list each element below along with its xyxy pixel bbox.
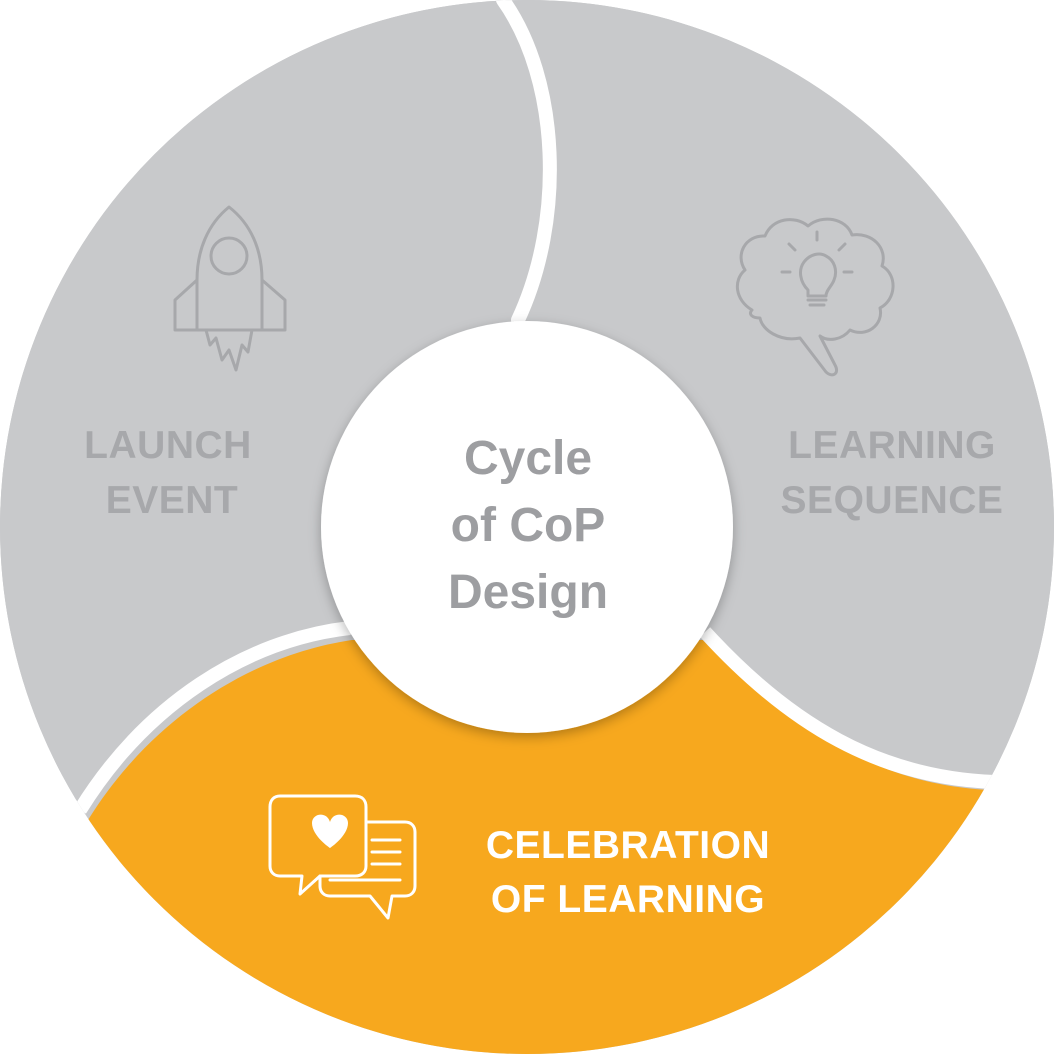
center-title-line2: of CoP: [451, 499, 606, 552]
center-title-line1: Cycle: [464, 432, 592, 485]
separator-right: [699, 627, 996, 789]
segment-learning-sequence[interactable]: [512, 0, 1054, 775]
learning-sequence-label-line1: LEARNING: [788, 424, 996, 467]
brain-lightbulb-icon: [735, 217, 895, 377]
segment-launch-event[interactable]: [0, 0, 545, 800]
separator-top: [496, 0, 557, 327]
celebration-of-learning-label-line1: CELEBRATION: [486, 824, 770, 867]
rocket-icon: [173, 205, 287, 372]
celebration-of-learning-label-line2: OF LEARNING: [491, 878, 765, 921]
launch-event-label-line1: LAUNCH: [84, 424, 252, 467]
separator-left: [74, 621, 351, 814]
launch-event-label-line2: EVENT: [106, 479, 239, 522]
center-title-line3: Design: [448, 566, 608, 619]
center-circle: [321, 321, 733, 733]
learning-sequence-label-line2: SEQUENCE: [781, 479, 1004, 522]
segment-celebration-of-learning[interactable]: [0, 640, 1054, 1054]
chat-heart-icon: [268, 794, 417, 920]
